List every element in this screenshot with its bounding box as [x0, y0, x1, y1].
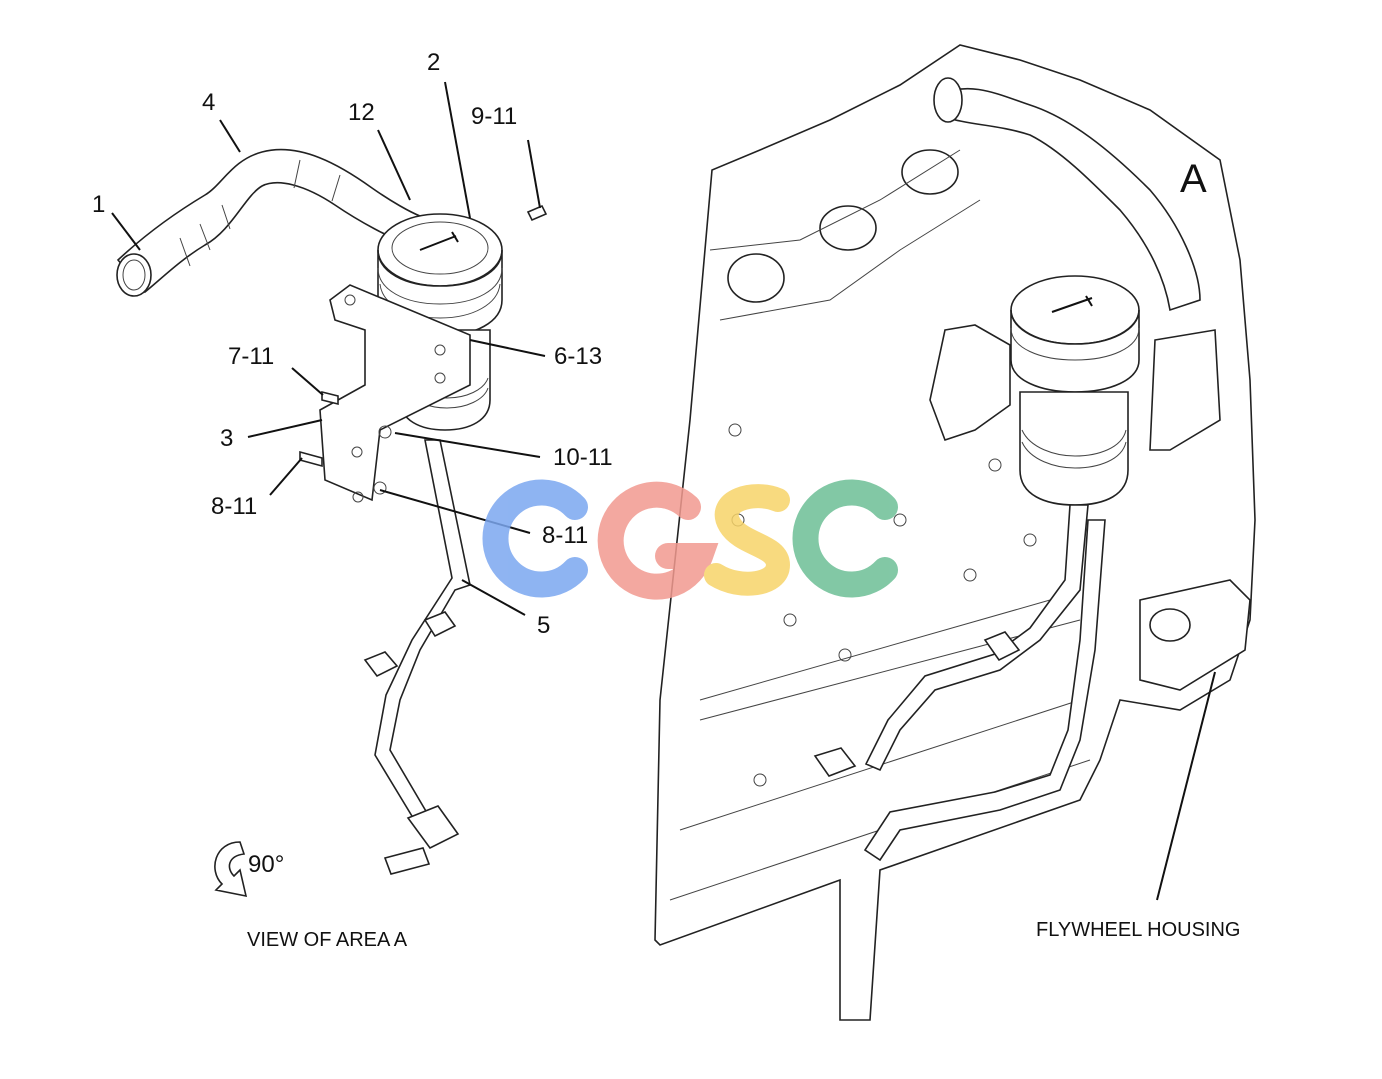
tube-part-5	[363, 439, 471, 875]
callout-labels: 1 4 12 2 9-11 7-11 6-13 3 10-11 8-11 8-1…	[92, 49, 613, 639]
bracket-part-3	[299, 204, 548, 503]
callout-9-11: 9-11	[471, 103, 517, 130]
engine-view	[654, 44, 1256, 1021]
view-caption: VIEW OF AREA A	[247, 929, 408, 951]
callout-10-11: 10-11	[553, 444, 613, 471]
rotate-arrow-icon	[214, 841, 248, 898]
callout-3: 3	[220, 425, 233, 452]
watermark-letter-c1	[482, 479, 588, 598]
callout-2: 2	[427, 49, 440, 76]
callout-8-11-left: 8-11	[211, 493, 257, 520]
watermark-logo	[482, 479, 898, 600]
callout-1: 1	[92, 191, 105, 218]
callout-7-11: 7-11	[228, 343, 274, 370]
callout-12: 12	[348, 99, 375, 126]
callout-4: 4	[202, 89, 215, 116]
callout-5: 5	[537, 612, 550, 639]
callout-6-13: 6-13	[554, 343, 602, 370]
flywheel-housing-label: FLYWHEEL HOUSING	[1036, 919, 1240, 941]
rotation-indicator: 90°	[214, 841, 284, 898]
watermark-letter-s	[704, 484, 791, 596]
watermark-letter-g	[597, 481, 719, 600]
rotation-label: 90°	[248, 851, 284, 878]
watermark-letter-c2	[792, 479, 898, 598]
hose-part-4	[116, 148, 422, 297]
exploded-view	[116, 148, 548, 875]
area-label: A	[1180, 157, 1207, 201]
callout-8-11-right: 8-11	[542, 522, 588, 549]
flywheel-leader	[1156, 671, 1216, 901]
